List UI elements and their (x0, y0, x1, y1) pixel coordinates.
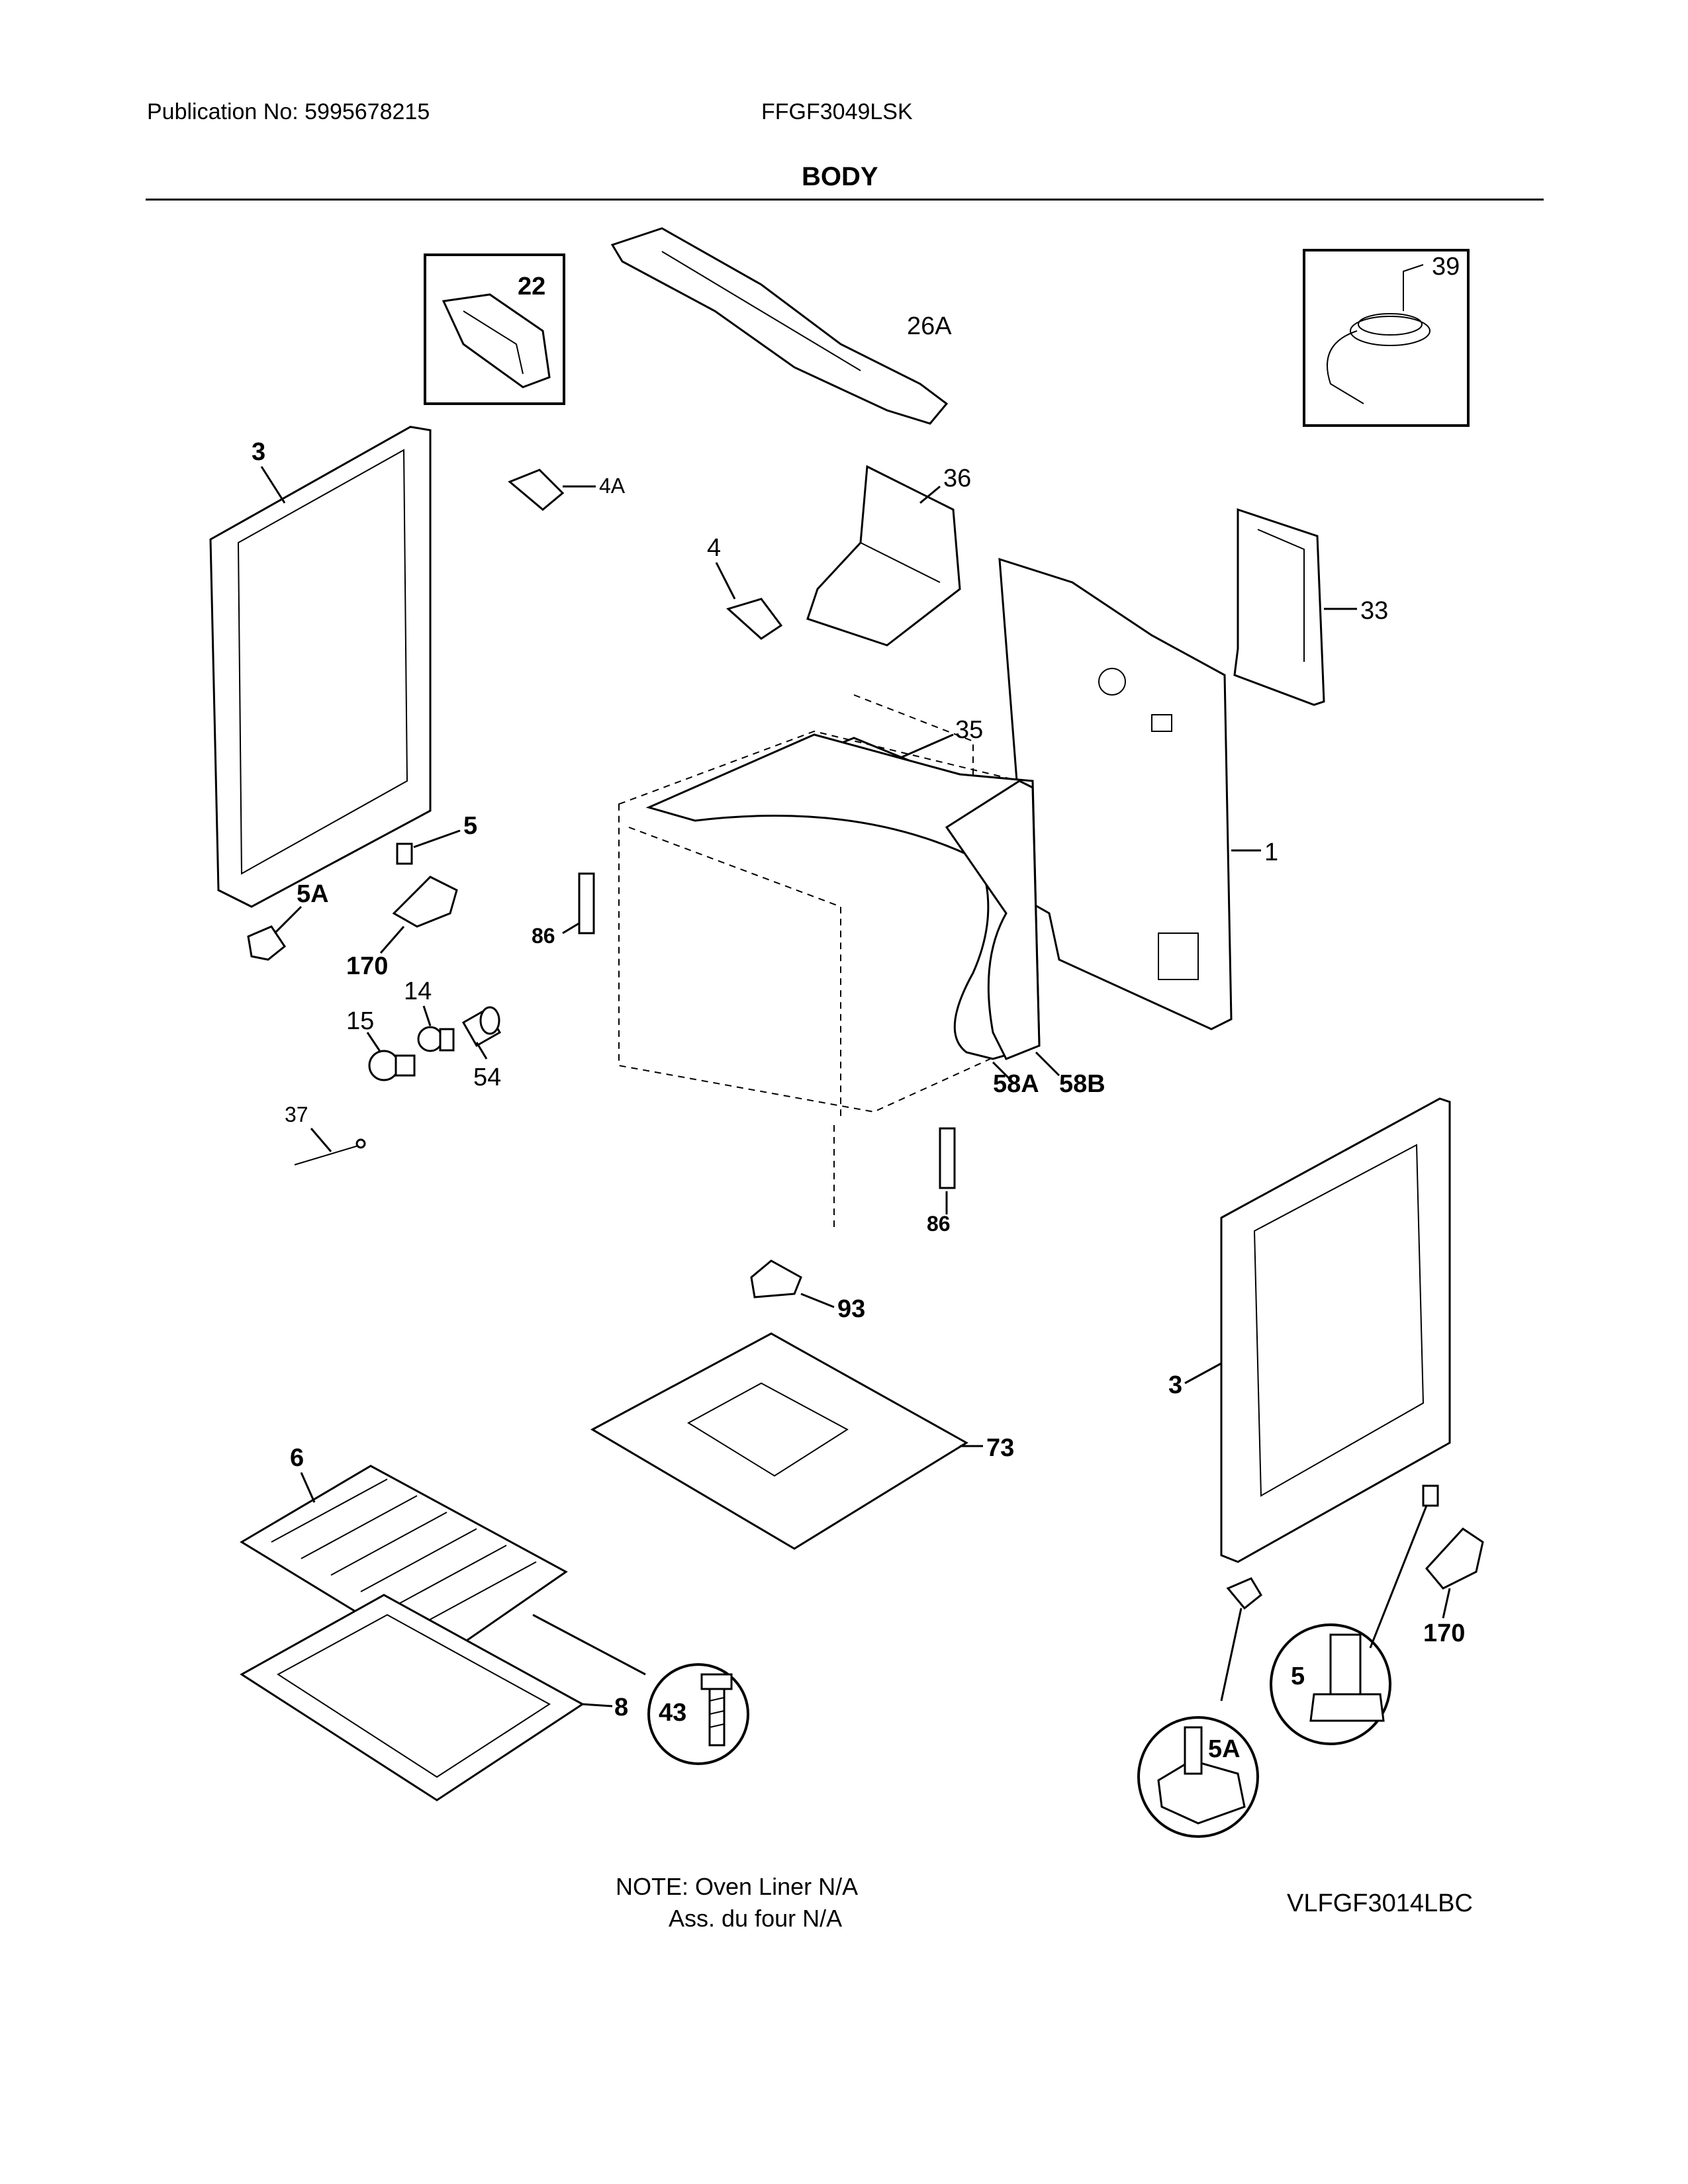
part-5-leveler-left (396, 842, 413, 865)
label-14: 14 (404, 978, 432, 1005)
part-3-left-side-panel (209, 426, 432, 908)
part-93-burner-cap (750, 1259, 802, 1298)
label-1: 1 (1264, 839, 1278, 866)
label-5-left: 5 (463, 812, 477, 840)
part-170-anti-tip-left (392, 876, 458, 928)
label-170-right: 170 (1423, 1619, 1465, 1647)
label-33: 33 (1360, 597, 1388, 625)
model-number: FFGF3049LSK (761, 99, 913, 124)
part-14-lamp-socket (417, 1026, 455, 1052)
part-3-right-side-panel (1220, 1097, 1451, 1563)
part-73-oven-bottom (590, 1332, 968, 1550)
label-36: 36 (943, 465, 971, 492)
part-36-vent-duct (806, 465, 961, 647)
oven-cavity-assembly (618, 694, 1041, 1231)
label-170-left: 170 (346, 952, 388, 980)
label-5-right: 5 (1291, 1662, 1305, 1690)
publication-number: Publication No: 5995678215 (147, 99, 430, 124)
label-3-left: 3 (252, 438, 265, 466)
label-3-right: 3 (1168, 1371, 1182, 1399)
label-8: 8 (614, 1694, 628, 1721)
part-5-leveler-right-callout (1270, 1484, 1439, 1745)
label-37: 37 (285, 1103, 308, 1126)
label-54: 54 (473, 1064, 501, 1091)
part-54-lamp-cover (461, 1006, 502, 1048)
part-5a-bracket-left (247, 925, 287, 961)
label-86-left: 86 (532, 924, 555, 948)
header-rule (146, 199, 1544, 201)
label-4a: 4A (599, 474, 626, 498)
label-58a: 58A (993, 1070, 1039, 1098)
label-73: 73 (986, 1434, 1014, 1462)
section-title: BODY (802, 162, 878, 191)
part-1-back-panel (998, 557, 1233, 1030)
part-8-bottom-panel (240, 1594, 585, 1801)
part-22-bracket (424, 253, 565, 405)
label-6: 6 (290, 1444, 304, 1472)
label-58b: 58B (1059, 1070, 1105, 1098)
part-33-side-trim (1233, 508, 1325, 706)
part-170-anti-tip-right (1425, 1527, 1484, 1590)
label-93: 93 (837, 1295, 865, 1323)
part-39-power-cord (1303, 249, 1470, 427)
label-15: 15 (346, 1007, 374, 1035)
diagram-code: VLFGF3014LBC (1287, 1889, 1473, 1917)
note-oven-liner-fr: Ass. du four N/A (669, 1905, 843, 1932)
label-5a-right: 5A (1208, 1735, 1241, 1763)
label-43: 43 (659, 1699, 686, 1727)
note-oven-liner-en: NOTE: Oven Liner N/A (616, 1873, 859, 1900)
part-5a-bracket-right-callout (1137, 1577, 1262, 1838)
part-26a-top-brace (610, 227, 949, 425)
label-86-right: 86 (927, 1212, 951, 1236)
label-22: 22 (518, 273, 545, 300)
label-4: 4 (707, 534, 721, 562)
part-37-sensor (294, 1138, 366, 1165)
part-86-rack-support-left (578, 872, 595, 934)
label-39: 39 (1432, 253, 1460, 281)
label-5a-left: 5A (297, 880, 329, 908)
part-15-light-bulb (368, 1050, 416, 1081)
part-4-clip (726, 598, 783, 640)
part-4a-clip (508, 469, 565, 511)
label-26a: 26A (907, 312, 952, 340)
part-43-screw-callout (532, 1614, 749, 1765)
part-86-rack-support-right (939, 1127, 956, 1189)
